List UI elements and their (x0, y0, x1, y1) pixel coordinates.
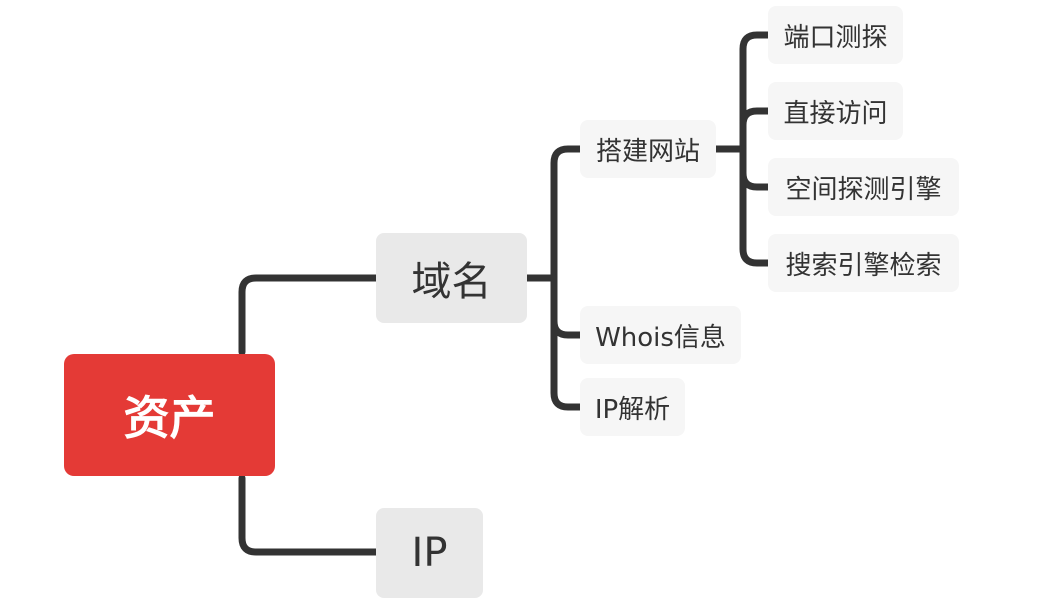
subtopic-label: 搜索引擎检索 (785, 250, 942, 281)
connector-build-direct (739, 107, 772, 153)
connector-build-search (739, 145, 772, 267)
root-topic-node[interactable]: 资产 (64, 354, 275, 476)
subtopic-label: IP解析 (594, 394, 671, 425)
connector-domain-ipres (550, 274, 584, 411)
connector-domain-whois (550, 274, 584, 339)
subtopic-node-search-engine[interactable]: 搜索引擎检索 (768, 234, 959, 292)
topic-node-ip[interactable]: IP (376, 508, 483, 598)
topic-label: 域名 (411, 259, 492, 305)
subtopic-label: 搭建网站 (595, 136, 700, 167)
subtopic-node-build-site[interactable]: 搭建网站 (580, 120, 716, 178)
connector-build-port (739, 31, 772, 153)
subtopic-node-whois[interactable]: Whois信息 (580, 306, 741, 364)
connector-root-domain (238, 274, 380, 356)
connector-build-space (739, 145, 772, 191)
subtopic-label: Whois信息 (595, 322, 726, 353)
root-topic-label: 资产 (123, 391, 216, 445)
subtopic-label: 空间探测引擎 (785, 174, 942, 205)
subtopic-label: 端口测探 (783, 22, 888, 53)
connector-domain-build (550, 145, 584, 282)
subtopic-node-space-engine[interactable]: 空间探测引擎 (768, 158, 959, 216)
topic-node-domain[interactable]: 域名 (376, 233, 527, 323)
subtopic-node-port-probe[interactable]: 端口测探 (768, 6, 903, 64)
subtopic-label: 直接访问 (783, 98, 888, 129)
subtopic-node-direct-access[interactable]: 直接访问 (768, 82, 903, 140)
topic-label: IP (411, 530, 448, 576)
connector-root-ip (238, 474, 380, 556)
subtopic-node-ip-resolve[interactable]: IP解析 (580, 378, 685, 436)
